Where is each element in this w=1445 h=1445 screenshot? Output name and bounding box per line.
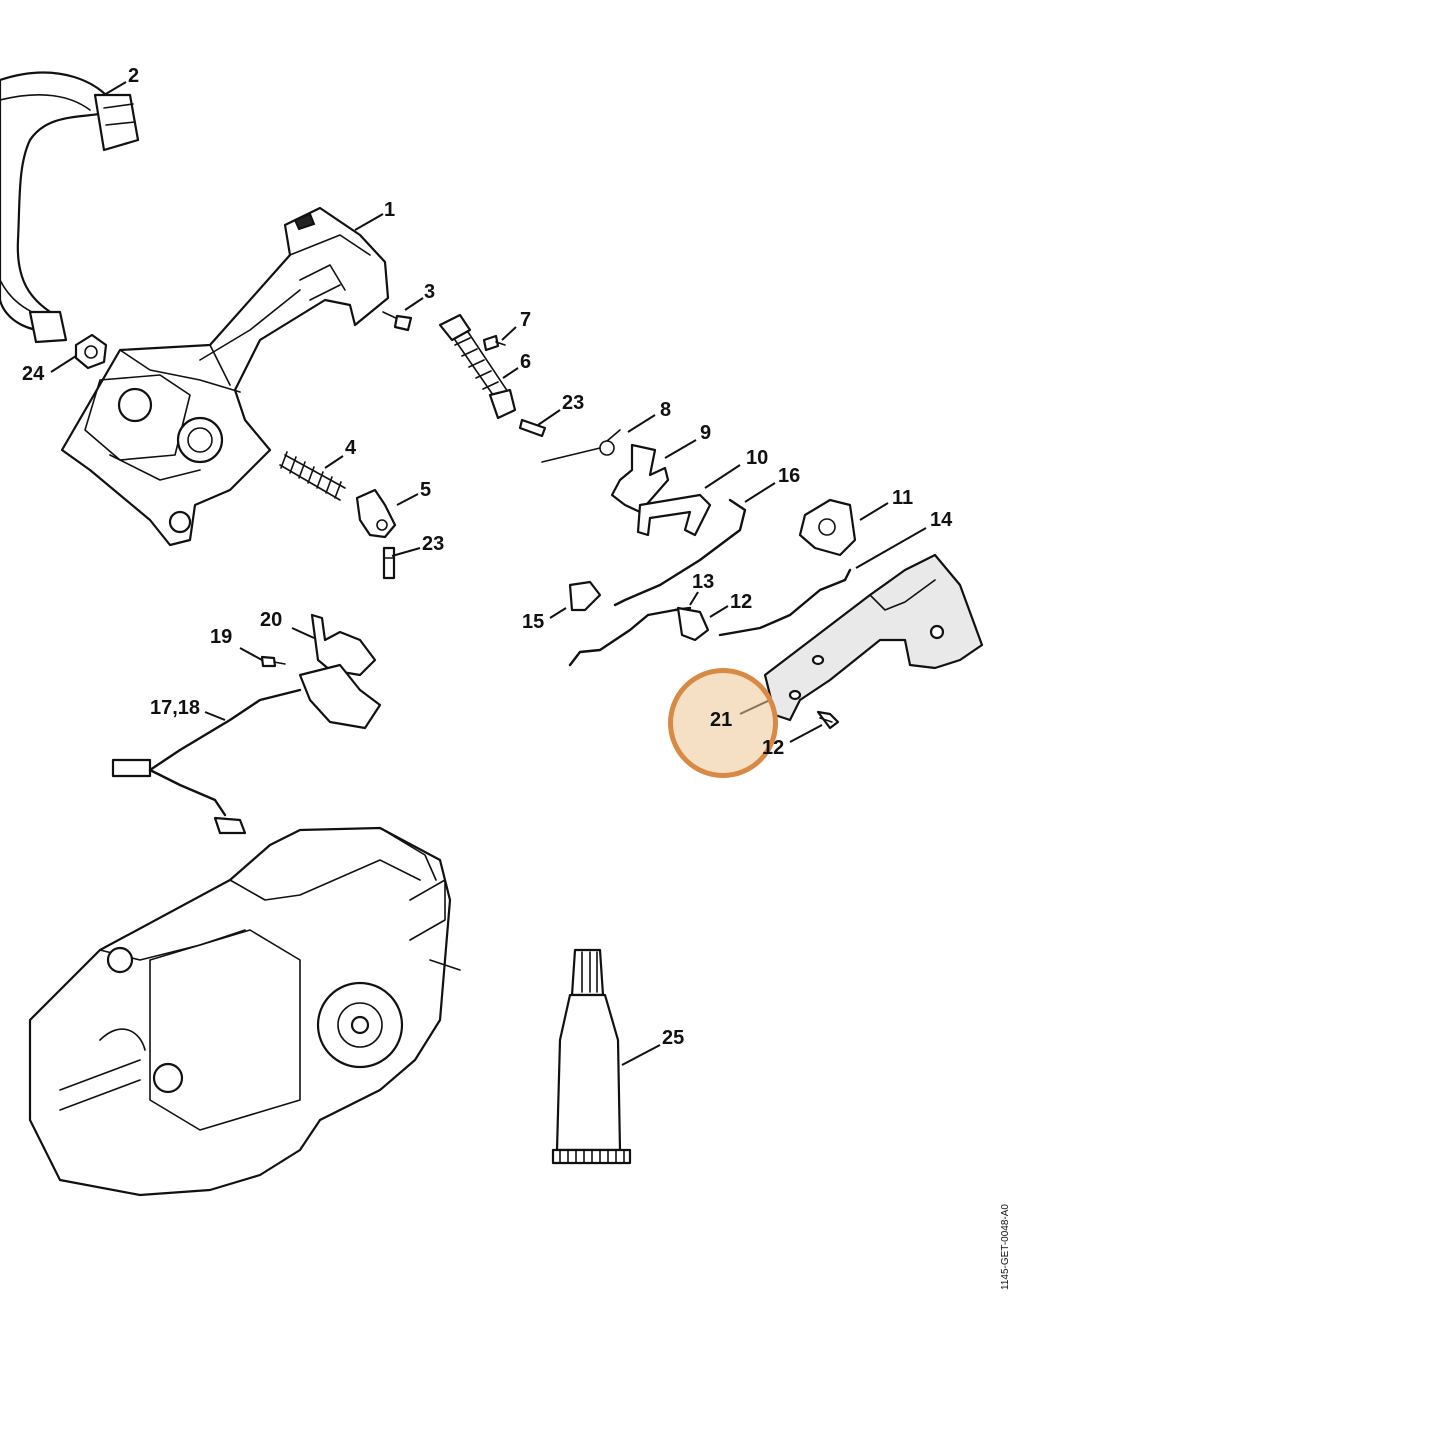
part-25-grease-tube[interactable] xyxy=(551,948,632,1165)
callout-25[interactable]: 25 xyxy=(662,1027,685,1049)
callout-8[interactable]: 8 xyxy=(660,399,672,421)
part-11-valve[interactable] xyxy=(798,498,857,557)
front-handle-bar[interactable] xyxy=(0,71,140,344)
part-7-screw[interactable] xyxy=(482,334,506,352)
part-8-torsion-spring[interactable] xyxy=(541,429,621,463)
part-13-rod[interactable] xyxy=(568,606,692,667)
part-5-bushing[interactable] xyxy=(355,488,397,539)
part-24-clip[interactable] xyxy=(74,333,108,370)
callout-24[interactable]: 24 xyxy=(22,363,45,385)
callout-5[interactable]: 5 xyxy=(420,479,432,501)
callout-23-left[interactable]: 23 xyxy=(422,533,445,555)
callout-13[interactable]: 13 xyxy=(692,571,715,593)
callout-17-18[interactable]: 17,18 xyxy=(150,697,201,719)
callout-1[interactable]: 1 xyxy=(384,199,396,221)
part-23-screw-b[interactable] xyxy=(518,418,547,438)
part-23-screw-a[interactable] xyxy=(382,546,396,580)
part-16-rod[interactable] xyxy=(613,498,747,607)
callout-4[interactable]: 4 xyxy=(345,437,357,459)
part-20-bracket[interactable] xyxy=(310,613,377,677)
part-22-screw[interactable] xyxy=(816,710,840,730)
callout-21-highlight xyxy=(668,668,778,778)
callout-11[interactable]: 11 xyxy=(892,487,914,509)
callout-19[interactable]: 19 xyxy=(210,626,233,648)
part-19-screw[interactable] xyxy=(260,655,286,668)
callout-12-lower[interactable]: 12 xyxy=(762,737,785,759)
part-15-clip[interactable] xyxy=(568,580,602,612)
part-6-spring[interactable] xyxy=(438,313,517,420)
part-10-lever[interactable] xyxy=(636,493,712,537)
callout-9[interactable]: 9 xyxy=(700,422,712,444)
drawing-code: 1145-GET-0048-A0 xyxy=(1000,1204,1011,1290)
callout-2[interactable]: 2 xyxy=(128,65,140,87)
callout-16[interactable]: 16 xyxy=(778,465,801,487)
callout-14[interactable]: 14 xyxy=(930,509,953,531)
callout-23-upper[interactable]: 23 xyxy=(562,392,585,414)
rear-handle-housing[interactable] xyxy=(60,206,390,547)
part-3-screw[interactable] xyxy=(382,311,413,332)
callout-6[interactable]: 6 xyxy=(520,351,532,373)
part-12-pivot[interactable] xyxy=(676,606,710,642)
part-21-handle-molding[interactable] xyxy=(763,553,984,722)
callout-20[interactable]: 20 xyxy=(260,609,283,631)
engine-assembly[interactable] xyxy=(28,826,461,1197)
callout-10[interactable]: 10 xyxy=(746,447,769,469)
part-4-spring[interactable] xyxy=(279,451,346,501)
callout-21[interactable]: 21 xyxy=(710,709,733,731)
part-14-linkage[interactable] xyxy=(718,568,852,637)
callout-12[interactable]: 12 xyxy=(730,591,753,613)
callout-3[interactable]: 3 xyxy=(424,281,436,303)
callout-7[interactable]: 7 xyxy=(520,309,532,331)
callout-15[interactable]: 15 xyxy=(522,611,545,633)
part-17-18-wiring-harness[interactable] xyxy=(111,663,382,835)
